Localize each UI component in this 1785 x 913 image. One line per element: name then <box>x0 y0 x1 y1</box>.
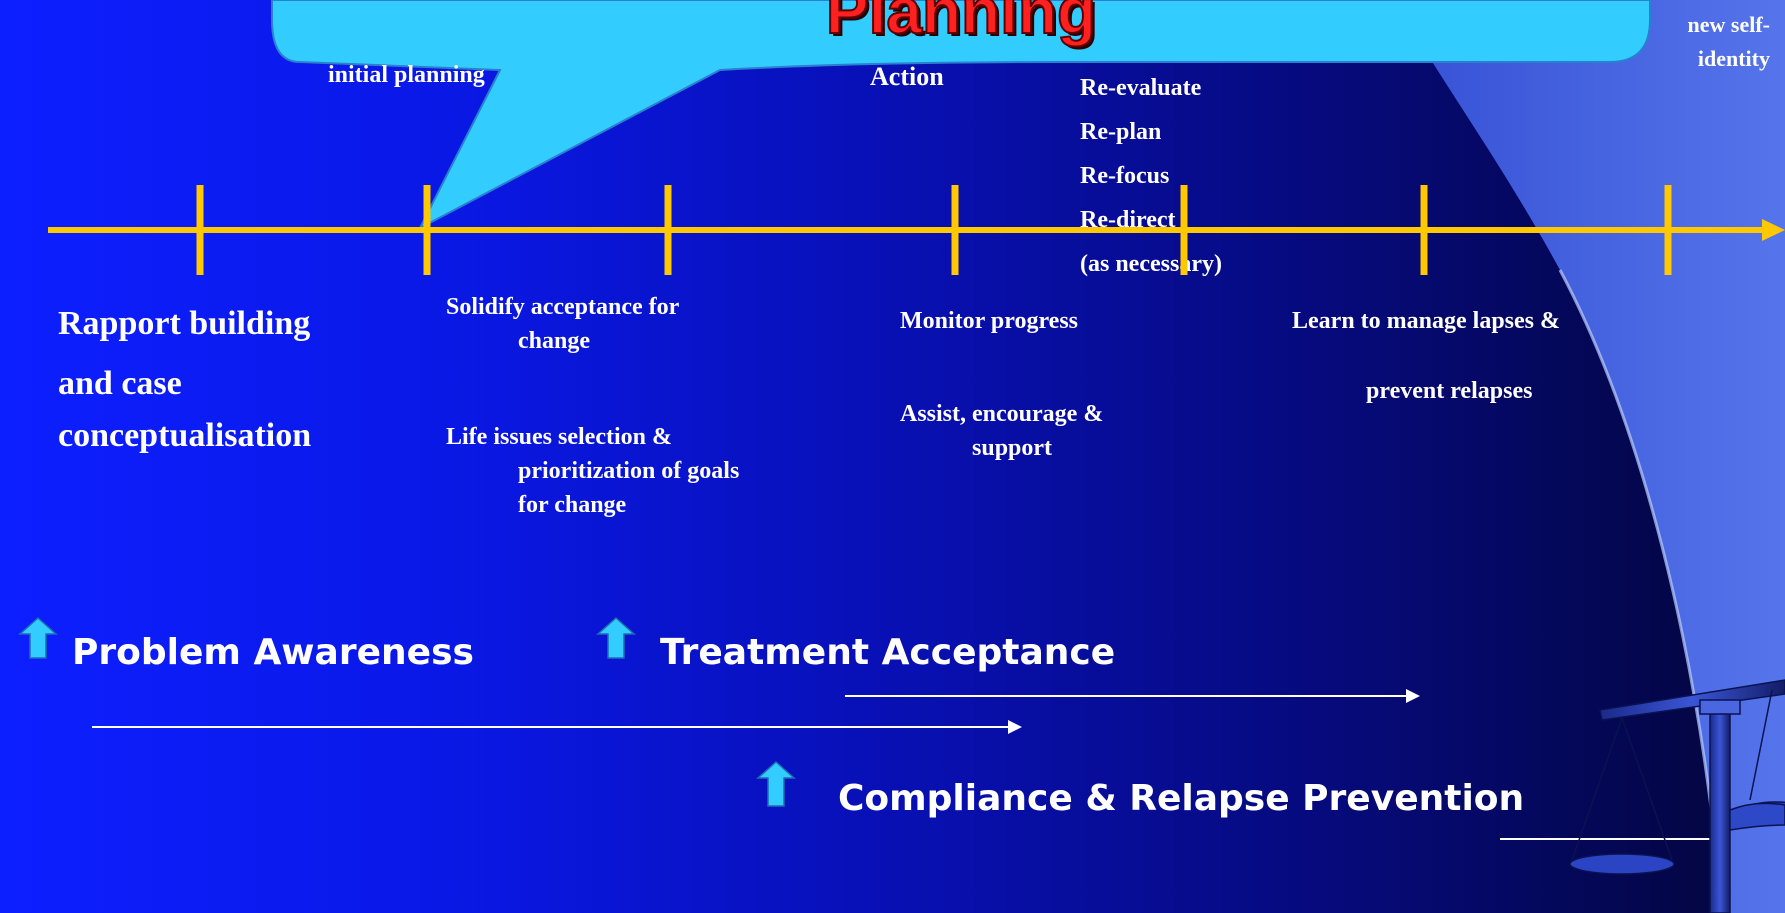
scales-icon <box>1569 679 1785 913</box>
as-necessary: (as necessary) <box>1080 251 1222 277</box>
life-issues-label: Life issues selection & prioritization o… <box>446 424 740 518</box>
problem-awareness-label: Problem Awareness <box>72 632 474 673</box>
timeline-ticks <box>196 185 1672 275</box>
rapport-label: Rapport building and case conceptualisat… <box>58 305 312 454</box>
compliance-label: Compliance & Relapse Prevention <box>838 778 1525 819</box>
learn-label: Learn to manage lapses & <box>1292 308 1560 334</box>
prevent-label: prevent relapses <box>1366 378 1533 404</box>
timeline-arrowhead-icon <box>1762 219 1785 241</box>
bubble-title: Planning <box>825 0 1097 48</box>
up-arrow-icon <box>18 616 58 659</box>
solidify-label: Solidify acceptance for change <box>446 294 680 354</box>
re-focus: Re-focus <box>1080 163 1170 189</box>
up-arrow-icon <box>596 616 636 659</box>
initial-planning-label: initial planning <box>328 62 485 88</box>
up-arrow-icon <box>756 760 796 807</box>
new-self-identity-label: new self- identity <box>1687 12 1770 71</box>
treatment-acceptance-label: Treatment Acceptance <box>660 632 1116 673</box>
monitor-label: Monitor progress <box>900 308 1078 334</box>
re-plan: Re-plan <box>1080 119 1162 145</box>
action-label: Action <box>870 62 944 91</box>
assist-label: Assist, encourage & support <box>900 401 1104 461</box>
re-evaluate: Re-evaluate <box>1080 75 1202 101</box>
